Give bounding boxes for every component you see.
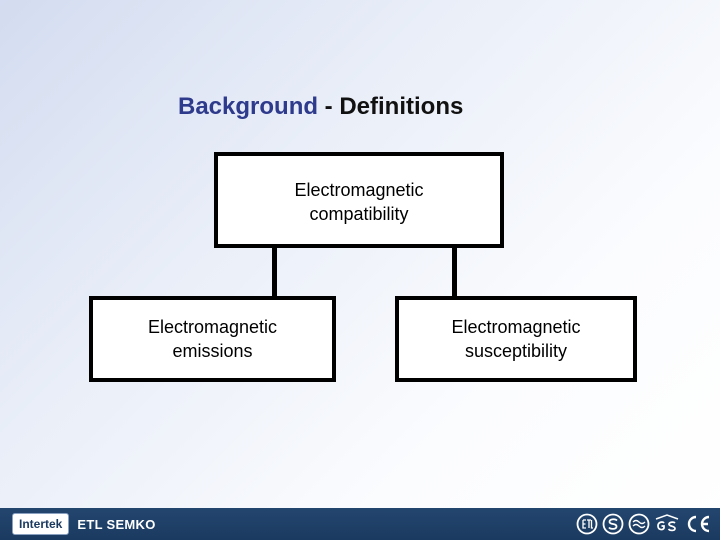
etl-mark-icon <box>576 513 598 535</box>
box-top-line2: compatibility <box>309 204 409 224</box>
box-electromagnetic-emissions: Electromagnetic emissions <box>89 296 336 382</box>
nemko-mark-icon <box>628 513 650 535</box>
box-electromagnetic-compatibility: Electromagnetic compatibility <box>214 152 504 248</box>
certification-marks <box>572 512 712 536</box>
footer-bar: Intertek ETL SEMKO <box>0 508 720 540</box>
box-right-line1: Electromagnetic <box>451 317 581 337</box>
box-left-line2: emissions <box>172 341 253 361</box>
box-left-line1: Electromagnetic <box>147 317 278 337</box>
title-background: Background <box>178 93 319 120</box>
box-right-line2: susceptibility <box>464 341 568 361</box>
connector-line-right <box>452 248 457 296</box>
box-top-line1: Electromagnetic <box>294 180 424 200</box>
connector-line-left <box>272 248 277 296</box>
slide-title: Background - Definitions <box>178 93 463 121</box>
semko-s-mark-icon <box>602 513 624 535</box>
intertek-logo: Intertek <box>12 513 70 535</box>
box-electromagnetic-susceptibility: Electromagnetic susceptibility <box>395 296 637 382</box>
title-definitions: - Definitions <box>318 93 464 120</box>
ce-mark-icon <box>687 515 710 533</box>
etl-semko-logo: ETL SEMKO <box>77 516 156 532</box>
gs-mark-icon <box>655 514 679 532</box>
